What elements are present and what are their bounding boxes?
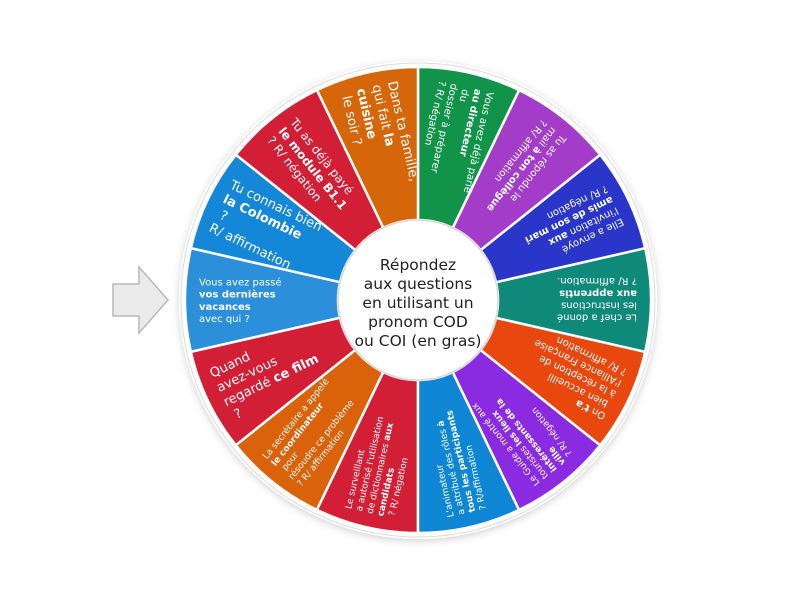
wheel-segment[interactable]: Dans ta famille,qui fait lacuisine le so… (315, 65, 421, 230)
wheel-segment[interactable]: Le Guide a montré auxtouristes les lieux… (451, 348, 602, 512)
wheel-center-hub (337, 219, 499, 381)
wheel-segment[interactable]: Elle a envoyél'invitation auxamis de son… (478, 152, 647, 284)
wheel-rim-border (180, 62, 656, 538)
segment-question-text: Le chef a donnéles instructionsaux appre… (557, 275, 637, 324)
wheel-segment[interactable]: Quandavez-vousregardé ce film ? (189, 316, 358, 448)
arrow-pointer-icon (112, 265, 169, 335)
wheel-segment[interactable]: On t'a bien accueillià la réception del'… (478, 316, 647, 448)
wheel-segment[interactable]: L'animateura attribué des rôles àtous le… (416, 370, 521, 535)
wheel-segment[interactable]: Le surveillanta autorisé l'utilisationde… (315, 370, 420, 535)
